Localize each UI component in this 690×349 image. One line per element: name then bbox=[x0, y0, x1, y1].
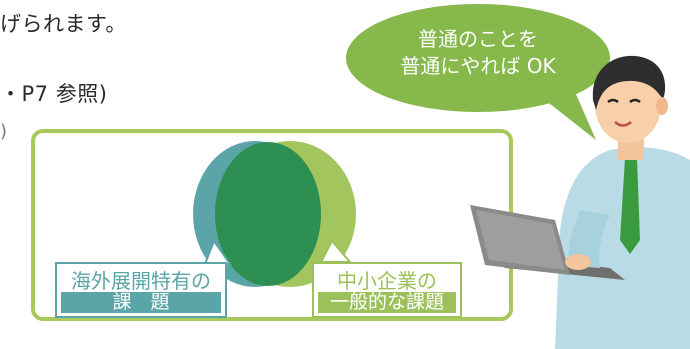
body-text-line-1: げられます。 bbox=[0, 12, 127, 36]
left-label-sub: 課 題 bbox=[61, 292, 221, 313]
left-label-box: 海外展開特有の 課 題 bbox=[55, 262, 227, 318]
businessman-with-laptop-icon bbox=[470, 55, 690, 349]
body-text-line-2: ・P7 参照) bbox=[0, 82, 108, 106]
right-label-box: 中小企業の 一般的な課題 bbox=[312, 262, 462, 318]
right-label-title: 中小企業の bbox=[337, 269, 437, 293]
speech-bubble-line-2: 普通にやれば OK bbox=[400, 54, 556, 78]
left-label-title: 海外展開特有の bbox=[71, 269, 211, 293]
body-text-line-3: ) bbox=[0, 121, 8, 142]
venn-overlap bbox=[215, 142, 321, 286]
speech-bubble-line-1: 普通のことを bbox=[418, 27, 538, 51]
right-label-sub: 一般的な課題 bbox=[318, 292, 456, 313]
